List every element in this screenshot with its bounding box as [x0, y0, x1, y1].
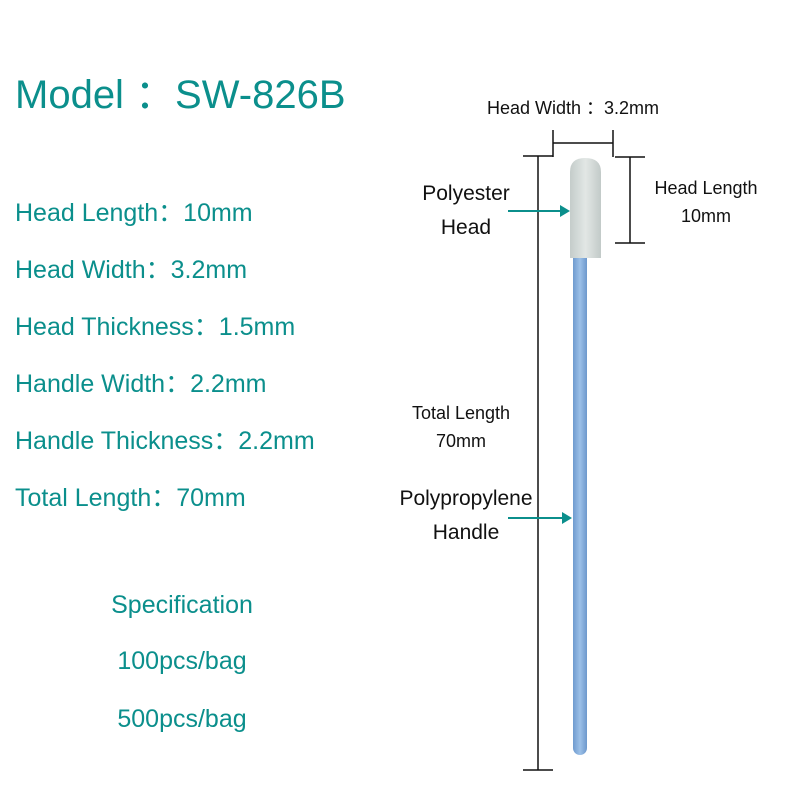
head-length-dimension [615, 156, 645, 244]
spec-handle-width: Handle Width：2.2mm [15, 370, 267, 398]
arrow-icon [508, 205, 570, 217]
packaging-option: 500pcs/bag [117, 705, 247, 733]
total-length-label: Total Length [412, 403, 510, 423]
packaging-option: 100pcs/bag [117, 647, 247, 675]
specification-heading: Specification [111, 591, 253, 619]
model-title: Model ：SW-826B [15, 73, 346, 117]
head-length-value: 10mm [681, 206, 731, 226]
spec-head-thickness: Head Thickness：1.5mm [15, 313, 296, 341]
total-length-value: 70mm [436, 431, 486, 451]
spec-total-length: Total Length：70mm [15, 484, 246, 512]
head-material-label: Head [441, 216, 491, 239]
spec-head-length: Head Length：10mm [15, 199, 253, 227]
swab-handle [573, 250, 587, 755]
head-width-label: Head Width ：3.2mm [487, 98, 659, 118]
head-length-label: Head Length [654, 178, 757, 198]
spec-head-width: Head Width：3.2mm [15, 256, 248, 284]
spec-handle-thickness: Handle Thickness：2.2mm [15, 427, 315, 455]
head-material-label: Polyester [422, 182, 510, 205]
handle-material-label: Handle [433, 521, 500, 544]
head-width-dimension [552, 130, 614, 157]
total-length-dimension [523, 155, 553, 771]
arrow-icon [508, 512, 572, 524]
swab-head [570, 158, 601, 258]
handle-material-label: Polypropylene [399, 487, 532, 510]
